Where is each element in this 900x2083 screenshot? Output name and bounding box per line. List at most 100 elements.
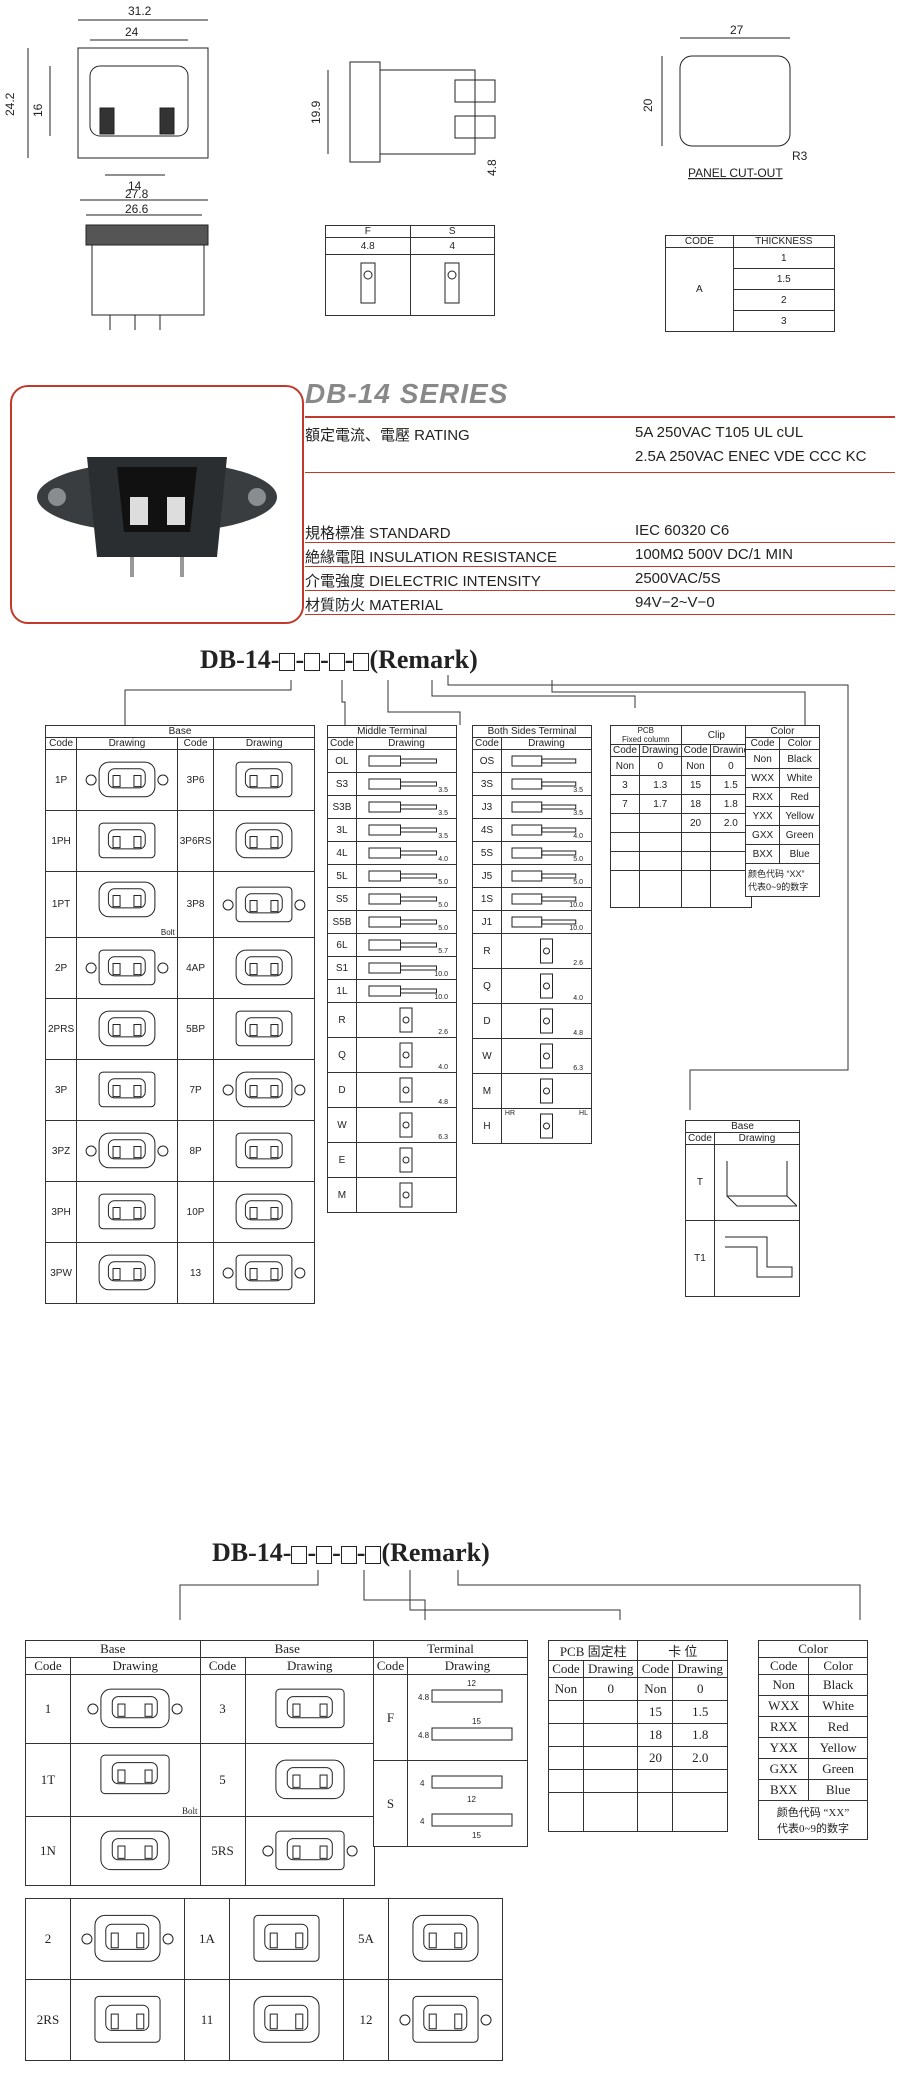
socket-drawing — [235, 1010, 293, 1047]
terminal-drawing — [399, 1007, 413, 1033]
base-code: 1PT — [44, 871, 78, 938]
bolt-label: Bolt — [160, 928, 175, 937]
base-code: 1 — [25, 1674, 71, 1744]
color-code: RXX — [744, 787, 781, 807]
socket-drawing — [235, 761, 293, 798]
pcb-header: PCB 固定柱 — [547, 1640, 639, 1661]
part-code-line-1: DB-14----(Remark) — [200, 645, 478, 675]
terminal-drawing — [368, 847, 438, 859]
color-name: Green — [779, 825, 820, 845]
terminal-code: 4S — [472, 818, 502, 842]
base-code: 4AP — [176, 937, 215, 999]
pcb-cell: 15 — [637, 1700, 674, 1724]
base-drawing — [213, 749, 315, 811]
terminal-code: 6L — [327, 933, 357, 957]
code-box — [353, 653, 370, 672]
pcb-cell: 2.0 — [672, 1746, 728, 1770]
drawing-header: Drawing — [638, 744, 682, 757]
table-row: M — [472, 1073, 593, 1109]
pcb-cell — [610, 851, 640, 871]
socket-drawing — [98, 1071, 156, 1108]
drawing-header: Drawing — [76, 737, 178, 750]
terminal-title: Terminal — [373, 1640, 528, 1658]
pcb-cell: 1.5 — [672, 1700, 728, 1724]
color-code: YXX — [757, 1737, 810, 1759]
terminal-drawing — [368, 916, 438, 928]
spec-value: 5A 250VAC T105 UL cUL — [635, 424, 804, 441]
socket-drawing — [235, 949, 293, 986]
code-remark: (Remark) — [369, 645, 478, 674]
terminal-drawing — [511, 870, 577, 882]
terminal-drawing — [368, 985, 438, 997]
terminal-code: S1 — [327, 956, 357, 980]
table-row — [548, 1792, 728, 1832]
base-code: 13 — [176, 1242, 215, 1304]
terminal-drawing — [539, 1043, 553, 1069]
drawing-header: Drawing — [672, 1660, 728, 1678]
s-dim: 4 — [409, 237, 495, 255]
cutout-caption: PANEL CUT-OUT — [688, 166, 783, 180]
pcb-cell — [638, 870, 682, 908]
drawing-header: Drawing — [70, 1657, 201, 1675]
terminal-drawing — [511, 755, 577, 767]
code-box — [365, 1546, 382, 1565]
base-code: 3PZ — [44, 1120, 78, 1182]
terminal-code: 4L — [327, 841, 357, 865]
base-code: 3 — [199, 1674, 246, 1744]
terminal-code: D — [327, 1072, 357, 1108]
dim-label: 5.0 — [438, 902, 448, 909]
base-drawing: Bolt — [70, 1743, 201, 1817]
pcb-cell — [582, 1700, 639, 1724]
cutout-height-label: 20 — [641, 98, 655, 112]
terminal-drawing-cell: 5.0 — [355, 887, 458, 911]
terminal-drawing — [539, 938, 553, 964]
base-drawing — [229, 1898, 344, 1980]
series-title: DB-14 SERIES — [305, 378, 509, 409]
code-remark: (Remark) — [381, 1538, 490, 1567]
terminal-code: 5S — [472, 841, 502, 865]
terminal-drawing — [399, 1042, 413, 1068]
base-drawing — [76, 937, 178, 999]
code-box — [316, 1546, 333, 1565]
base-code: 7P — [176, 1059, 215, 1121]
code-header: Code — [685, 1132, 715, 1145]
base-t1-drawing — [713, 1220, 801, 1297]
spec-value: 94V−2~V−0 — [635, 594, 715, 611]
table-row — [610, 851, 753, 871]
color-title: Color — [758, 1640, 868, 1658]
terminal-drawing-cell: 5.0 — [500, 841, 593, 865]
base-code: 8P — [176, 1120, 215, 1182]
terminal-code: W — [327, 1107, 357, 1143]
thickness-value: 3 — [732, 310, 836, 332]
series-title-rule — [305, 416, 895, 418]
code-leader-lines-2 — [179, 1570, 861, 1620]
base-drawing — [76, 810, 178, 872]
socket-drawing — [98, 822, 156, 859]
terminal-drawing-cell: 4.0 — [355, 841, 458, 865]
code-box — [279, 653, 296, 672]
code-box — [291, 1546, 308, 1565]
base-drawing — [244, 1743, 375, 1817]
terminal-code: 3L — [327, 818, 357, 842]
code-box — [340, 1546, 357, 1565]
terminal-drawing — [368, 870, 438, 882]
pcb-cell: Non — [548, 1677, 584, 1701]
dim-label: 4 — [420, 1817, 425, 1826]
code-header: Code — [757, 1657, 810, 1675]
base-drawing — [388, 1979, 503, 2061]
terminal-code: D — [472, 1003, 502, 1039]
base-code: 2P — [44, 937, 78, 999]
base-drawing — [70, 1979, 185, 2061]
pcb-cell: 0 — [638, 756, 682, 776]
color-name: Red — [779, 787, 820, 807]
color-code: BXX — [757, 1779, 810, 1801]
table-row: 2P 4AP — [44, 937, 315, 999]
